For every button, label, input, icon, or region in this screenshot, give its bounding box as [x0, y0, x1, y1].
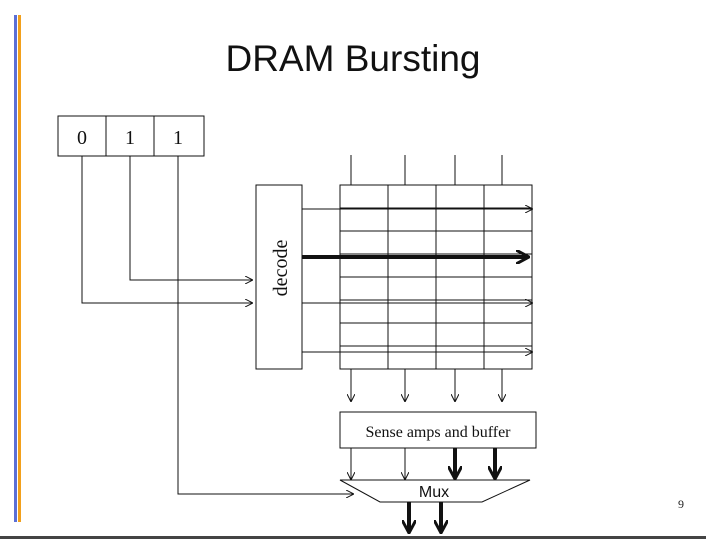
address-register: 0 1 1	[57, 115, 205, 157]
sense-amps-label: Sense amps and buffer	[366, 424, 512, 441]
mux-label: Mux	[419, 484, 449, 501]
mux-outputs	[409, 502, 441, 532]
wire-bit-0	[81, 156, 252, 303]
wire-bit-1	[129, 156, 252, 280]
mux-block: Mux	[339, 479, 531, 503]
page-number: 9	[678, 497, 684, 511]
accent-bar-orange	[18, 15, 21, 522]
memory-array	[339, 184, 533, 370]
slide-title: DRAM Bursting	[225, 38, 481, 79]
wire-bit-2	[177, 156, 353, 494]
address-bit-0: 0	[77, 127, 87, 149]
word-lines	[302, 209, 532, 352]
sense-amps-block: Sense amps and buffer	[339, 411, 537, 449]
address-bit-2: 1	[173, 127, 183, 149]
bit-lines	[351, 155, 502, 401]
accent-bar-blue	[14, 15, 17, 522]
decoder-block: decode	[255, 184, 303, 370]
buffer-outputs	[351, 448, 495, 479]
address-wires	[81, 156, 353, 494]
decoder-label: decode	[270, 240, 292, 297]
address-bit-1: 1	[125, 127, 135, 149]
bottom-rule	[0, 536, 706, 539]
